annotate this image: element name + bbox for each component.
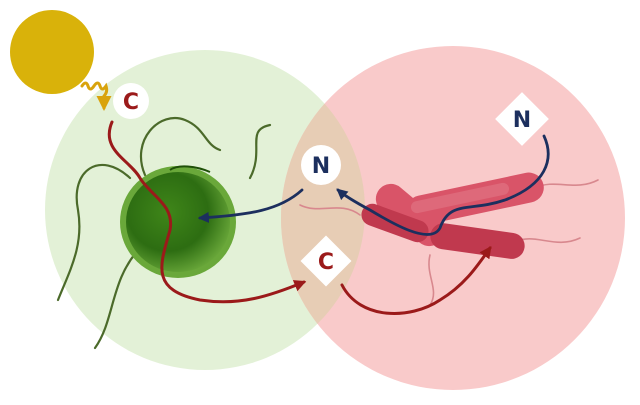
carbon-flow-arrow-1 [107, 120, 307, 304]
nitrogen-shared-text: N [312, 154, 330, 179]
sun-icon [10, 10, 94, 94]
sunlight-wave [80, 81, 112, 111]
algae-cell-icon [120, 165, 236, 278]
carbon-shared-text: C [318, 250, 334, 275]
nitrogen-source-text: N [513, 108, 531, 133]
carbon-flow-arrow-2 [340, 246, 492, 315]
algae-flagella [56, 117, 272, 350]
nitrogen-shared-label: N [301, 145, 341, 185]
carbon-from-sun-label: C [113, 83, 149, 119]
carbon-from-sun-text: C [123, 90, 139, 115]
nitrogen-flow-arrow-2 [197, 188, 304, 224]
nitrogen-flow-arrow-1 [336, 134, 550, 236]
